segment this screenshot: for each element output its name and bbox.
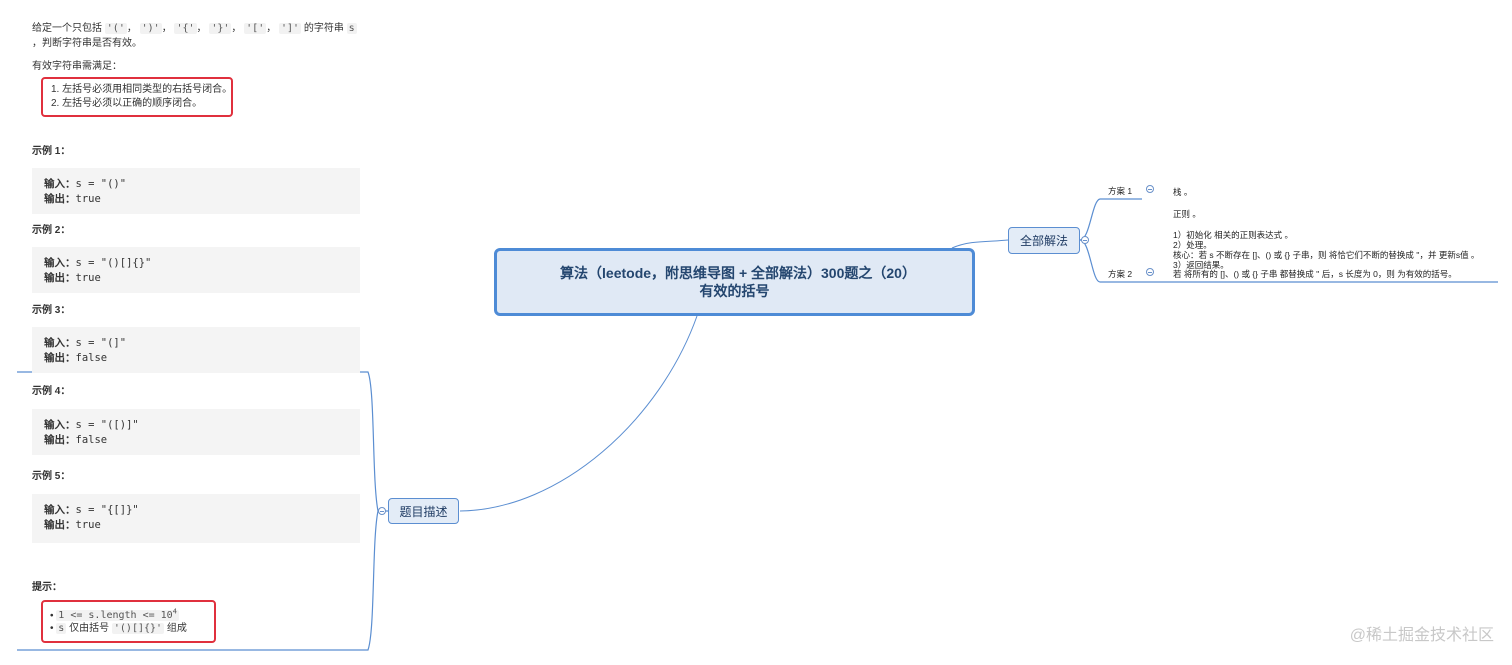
connector-all-sol1 [1079,198,1142,241]
output-label: 输出： [44,352,76,364]
example-title: 示例 1： [32,146,71,157]
example-box: 输入：s = "()" 输出：true [32,168,360,214]
rule-item: 2. 左括号必须以正确的顺序闭合。 [51,98,203,109]
collapse-toggle-icon[interactable] [378,507,386,515]
collapse-toggle-icon[interactable] [1146,185,1154,193]
hint-item: • 1 <= s.length <= 104 [50,605,179,623]
example-title: 示例 2： [32,225,71,236]
output-value: true [75,272,101,284]
bullet: • [50,610,54,622]
hint1-code-text: 1 <= s.length <= 10 [58,610,173,622]
solution2-label[interactable]: 方案 2 [1108,269,1133,279]
solution2-line: 1）初始化 相关的正则表达式 。 [1173,230,1293,240]
output-label: 输出： [44,193,76,205]
example-title: 示例 3： [32,305,71,316]
connector-root-all [951,239,1009,249]
root-node[interactable]: 算法（leetode，附思维导图 + 全部解法）300题之（20）有效的括号 [494,248,975,316]
input-label: 输入： [44,257,76,269]
hint1-code: 1 <= s.length <= 104 [56,608,179,622]
collapse-toggle-icon[interactable] [1146,268,1154,276]
hint-item: • s 仅由括号 '()[]{}' 组成 [50,621,187,636]
example-box: 输入：s = "{[]}" 输出：true [32,494,360,543]
input-label: 输入： [44,178,76,190]
bullet: • [50,623,54,634]
example-title: 示例 5： [32,471,71,482]
intro-suffix: 的字符串 [303,23,344,34]
example-box: 输入：s = "(]" 输出：false [32,327,360,373]
hint1-sup: 4 [172,608,177,616]
char-chip: '(' [104,23,127,34]
solution2-line: 核心：若 s 不断存在 []、() 或 {} 子串，则 将恰它们不断的替换成 '… [1173,250,1480,260]
problem-intro-line2: ，判断字符串是否有效。 [32,38,142,49]
char-chip: '[' [244,23,267,34]
intro-prefix: 给定一个只包括 [32,23,102,34]
hint2-var: s [56,623,67,634]
example-box: 输入：s = "([)]" 输出：false [32,409,360,455]
input-label: 输入： [44,337,76,349]
solution1-text: 栈 。 [1173,187,1193,197]
output-value: false [75,434,108,446]
output-label: 输出： [44,434,76,446]
connector-root-desc [459,315,698,512]
var-s: s [346,23,357,34]
hint-title: 提示： [32,582,62,593]
char-chip: '{' [174,23,197,34]
watermark: @稀土掘金技术社区 [1349,627,1494,644]
output-label: 输出： [44,519,76,531]
problem-intro-line1: 给定一个只包括 '('， ')'， '{'， '}'， '['， ']' 的字符… [32,23,357,34]
solution1-label[interactable]: 方案 1 [1108,186,1133,196]
char-chip: '}' [209,23,232,34]
example-box: 输入：s = "()[]{}" 输出：true [32,247,360,293]
valid-title: 有效字符串需满足： [32,61,122,72]
collapse-toggle-icon[interactable] [1081,236,1089,244]
connector-desc-bracket-bottom [17,510,379,651]
solution2-line: 2）处理。 [1173,240,1212,250]
input-label: 输入： [44,419,76,431]
char-chip: ')' [139,23,162,34]
input-label: 输入： [44,504,76,516]
desc-node[interactable]: 题目描述 [388,498,459,524]
example-title: 示例 4： [32,386,71,397]
input-value: s = "(]" [75,337,127,349]
output-value: false [75,352,108,364]
rules-highlight [41,77,233,117]
hint2-suffix: 组成 [166,623,187,634]
hint2-code: '()[]{}' [111,623,165,634]
input-value: s = "([)]" [75,419,139,431]
rule-item: 1. 左括号必须用相同类型的右括号闭合。 [51,84,233,95]
all-solutions-node[interactable]: 全部解法 [1008,227,1080,254]
input-value: s = "()[]{}" [75,257,152,269]
output-label: 输出： [44,272,76,284]
solution2-line: 若 将所有的 []、() 或 {} 子串 都替换成 '' 后，s 长度为 0，则… [1173,269,1457,279]
solution2-line: 正则 。 [1173,209,1201,219]
output-value: true [75,193,101,205]
solution2-line: 3）返回结果。 [1173,260,1229,270]
output-value: true [75,519,101,531]
input-value: s = "{[]}" [75,504,139,516]
hint2-text: 仅由括号 [69,623,110,634]
input-value: s = "()" [75,178,127,190]
char-chip: ']' [279,23,302,34]
hints-highlight [41,600,216,643]
